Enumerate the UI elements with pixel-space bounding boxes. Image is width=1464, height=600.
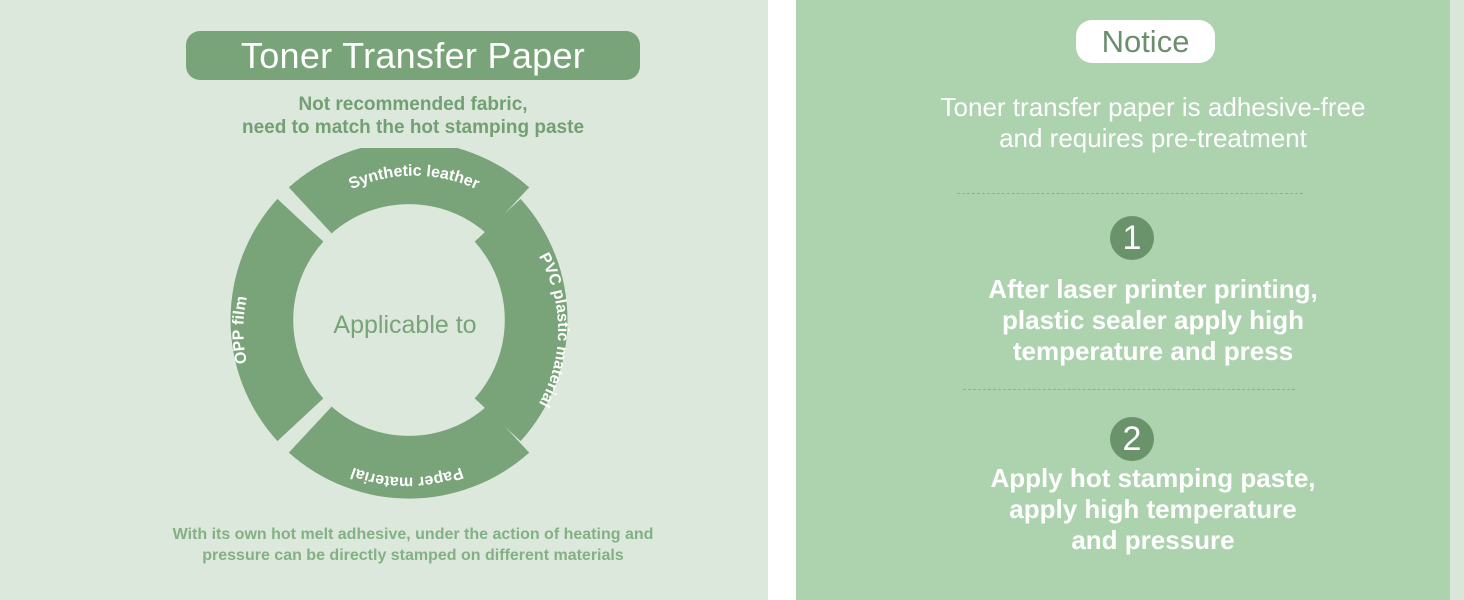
subtitle: Not recommended fabric, need to match th…	[200, 93, 626, 139]
svg-text:OPP film: OPP film	[230, 295, 251, 366]
step-number-badge: 1	[1110, 216, 1154, 260]
ring-segment-top	[288, 148, 530, 234]
subtitle-line: Not recommended fabric,	[298, 94, 528, 115]
right-edge-strip	[1450, 0, 1464, 600]
dashed-divider	[957, 193, 1303, 194]
footer-note: With its own hot melt adhesive, under th…	[120, 524, 706, 566]
ring-segment-left	[230, 198, 324, 442]
step-number-badge: 2	[1110, 417, 1154, 461]
footer-line: With its own hot melt adhesive, under th…	[172, 526, 654, 543]
subtitle-line: need to match the hot stamping paste	[241, 117, 585, 138]
ring-center-label: Applicable to	[333, 311, 476, 339]
right-panel	[796, 0, 1450, 600]
panel-divider	[768, 0, 796, 600]
step-line: Apply hot stamping paste,	[990, 463, 1316, 493]
notice-description: Toner transfer paper is adhesive-free an…	[880, 92, 1426, 154]
step-line: and pressure	[1071, 525, 1235, 555]
step-line: After laser printer printing,	[988, 274, 1318, 304]
notice-badge: Notice	[1076, 20, 1215, 63]
segment-label-left: OPP film	[230, 295, 251, 366]
step-1-text: After laser printer printing, plastic se…	[880, 274, 1426, 367]
ring-segment-bottom	[288, 406, 530, 499]
footer-line: pressure can be directly stamped on diff…	[202, 547, 624, 564]
description-line: and requires pre-treatment	[999, 123, 1307, 153]
step-line: plastic sealer apply high	[1002, 305, 1304, 335]
step-2-text: Apply hot stamping paste, apply high tem…	[880, 463, 1426, 556]
ring-segment-right	[474, 198, 568, 442]
dashed-divider	[963, 389, 1295, 390]
step-line: apply high temperature	[1009, 494, 1297, 524]
page-title: Toner Transfer Paper	[186, 31, 640, 80]
left-panel: Toner Transfer Paper Not recommended fab…	[120, 31, 706, 566]
applicable-materials-ring: Synthetic leather PVC plastic material P…	[230, 148, 571, 499]
step-line: temperature and press	[1012, 336, 1294, 366]
description-line: Toner transfer paper is adhesive-free	[940, 92, 1366, 122]
